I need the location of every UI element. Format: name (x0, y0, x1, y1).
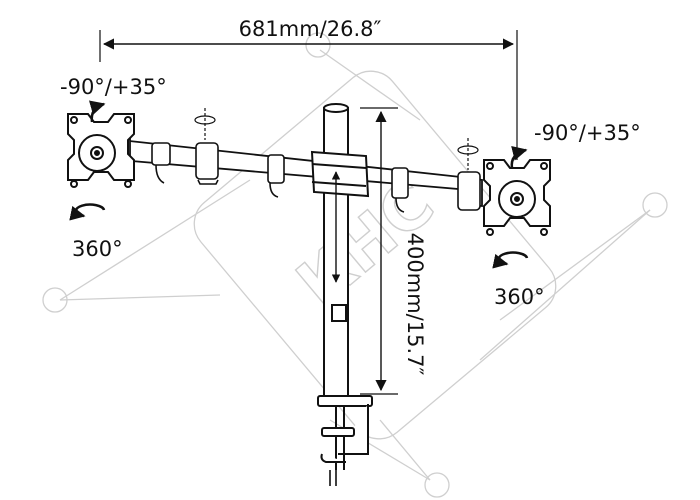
rotate-arrow-right-icon (492, 251, 529, 269)
arm-joint-right (457, 171, 481, 211)
arm-joints (151, 142, 481, 213)
rotate-arrow-left-icon (69, 203, 106, 221)
arm-joint-left (151, 142, 219, 185)
right-tilt-label: -90°/+35° (534, 121, 641, 145)
tilt-arrow-left-icon (88, 100, 106, 123)
tilt-arrow-right-icon (510, 146, 528, 169)
width-dimension-label: 681mm/26.8″ (239, 17, 382, 41)
right-rotate-label: 360° (494, 285, 545, 309)
left-tilt-label: -90°/+35° (60, 75, 167, 99)
height-dimension: 400mm/15.7″ (360, 107, 427, 395)
vesa-plate-left (67, 113, 135, 188)
center-hub (310, 150, 370, 198)
desk-clamp (317, 395, 373, 486)
swivel-icon (194, 108, 479, 170)
left-rotate-label: 360° (72, 237, 123, 261)
width-dimension: 681mm/26.8″ (99, 17, 518, 160)
vesa-plate-right (483, 159, 551, 236)
arm-joint-mid-left (267, 154, 285, 198)
height-dimension-label: 400mm/15.7″ (403, 233, 427, 376)
arm-joint-mid-right (391, 167, 409, 213)
